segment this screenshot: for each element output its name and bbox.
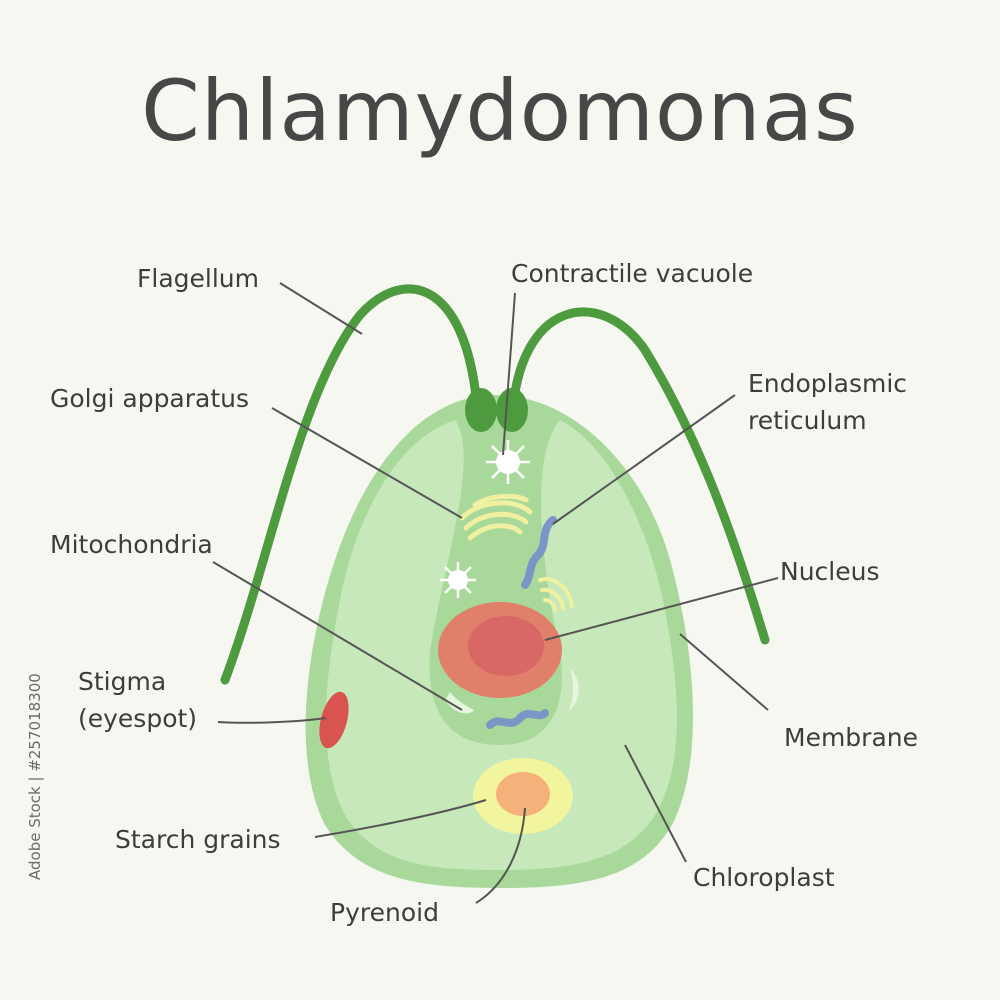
label-membrane: Membrane	[784, 723, 918, 752]
basal-body-left	[465, 388, 497, 432]
golgi-apparatus-2	[538, 577, 574, 612]
leader-lines	[212, 282, 779, 904]
label-endoplasmic-reticulum-line2: reticulum	[748, 406, 867, 435]
nucleolus	[468, 616, 544, 676]
label-nucleus: Nucleus	[780, 557, 880, 586]
contractile-vacuole-2	[440, 562, 476, 598]
stigma	[319, 691, 349, 749]
label-stigma-line1: Stigma	[78, 667, 167, 696]
flagellum-right	[507, 307, 770, 645]
golgi-apparatus	[459, 493, 533, 541]
label-flagellum: Flagellum	[137, 264, 259, 293]
label-endoplasmic-reticulum-line1: Endoplasmic	[748, 369, 908, 398]
label-contractile-vacuole: Contractile vacuole	[511, 259, 754, 288]
label-pyrenoid: Pyrenoid	[330, 898, 439, 927]
flagellum-left	[220, 284, 483, 685]
label-mitochondria: Mitochondria	[50, 530, 213, 559]
contractile-vacuole	[486, 440, 530, 484]
endoplasmic-reticulum	[521, 516, 557, 589]
watermark-id: Adobe Stock | #257018300	[26, 673, 44, 880]
label-starch-grains: Starch grains	[115, 825, 281, 854]
mitochondria-2	[568, 668, 579, 712]
page-title: Chlamydomonas	[141, 62, 859, 160]
mitochondria	[445, 692, 474, 714]
chloroplast	[325, 420, 677, 870]
basal-body-right	[496, 388, 528, 432]
pyrenoid	[496, 772, 550, 816]
label-golgi-apparatus: Golgi apparatus	[50, 384, 250, 413]
endoplasmic-reticulum-2	[486, 709, 549, 729]
label-chloroplast: Chloroplast	[693, 863, 835, 892]
label-stigma-line2: (eyespot)	[78, 704, 198, 733]
